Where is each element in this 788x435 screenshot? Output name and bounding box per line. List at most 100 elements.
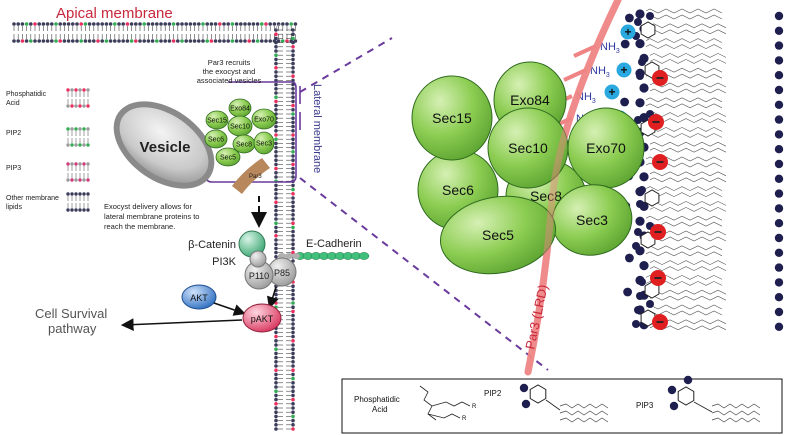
- lipid-head: [274, 99, 278, 104]
- lipid-head: [274, 339, 278, 343]
- lipid-head: [291, 385, 295, 389]
- lipid-head: [100, 22, 104, 26]
- lipid-head: [171, 22, 176, 26]
- lipid-head: [176, 39, 180, 43]
- lipid-head: [291, 427, 295, 431]
- cell-survival-label-2: pathway: [48, 321, 97, 336]
- lipid-head: [291, 61, 295, 66]
- phosphate-head: [774, 307, 784, 317]
- par3-small-band: [232, 158, 270, 194]
- lipid-head: [12, 39, 16, 43]
- phosphate-head: [635, 9, 645, 19]
- legend-lipid-head: [86, 162, 90, 166]
- legend-lipid-head: [66, 143, 70, 147]
- lipid-head: [274, 402, 278, 406]
- inositol-ring: [677, 386, 695, 406]
- lipid-head: [291, 87, 295, 91]
- phosphate-head: [774, 219, 784, 228]
- lipid-head: [247, 22, 251, 26]
- lipid-head: [274, 171, 278, 175]
- lipid-head: [274, 238, 278, 242]
- beta-catenin-label: β-Catenin: [188, 239, 236, 251]
- lipid-head: [274, 95, 278, 99]
- lipid-head: [274, 166, 278, 171]
- phosphate-head: [638, 278, 646, 286]
- phosphate-head: [774, 41, 784, 50]
- lipid-head: [197, 22, 201, 26]
- legend-lipid-head: [78, 104, 82, 108]
- lipid-head: [291, 393, 295, 398]
- e-cadherin-label: E-Cadherin: [306, 238, 362, 250]
- lipid-head: [54, 39, 58, 43]
- lipid-head: [79, 22, 83, 26]
- subunit-label: Sec15: [432, 110, 472, 126]
- lipid-head: [16, 22, 21, 26]
- legend-pip3-label: PIP3: [636, 401, 654, 410]
- phosphate-head: [623, 287, 632, 297]
- lipid-head: [274, 124, 278, 129]
- acyl-tail: [559, 403, 609, 409]
- lipid-head: [260, 22, 264, 26]
- lipid-head: [24, 22, 29, 26]
- legend-lipid-head: [74, 143, 78, 147]
- akt-to-pakt-arrow: [213, 302, 246, 316]
- mini-subunit-exo70: [251, 108, 277, 130]
- lipid-head: [291, 229, 295, 234]
- mini-subunit-sec5: [215, 147, 241, 167]
- lipid-head: [184, 22, 188, 26]
- lipid-head: [291, 406, 295, 410]
- lipid-head: [291, 397, 295, 402]
- subunit-sec5: [440, 195, 556, 275]
- lipid-head: [274, 150, 278, 154]
- lipid-head: [121, 39, 125, 43]
- lipid-head: [268, 39, 273, 43]
- lipid-head: [291, 133, 295, 137]
- e-cadherin-tm: [292, 253, 300, 259]
- lipid-head: [291, 200, 295, 204]
- lipid-head: [291, 208, 295, 213]
- phosphate-head: [774, 159, 784, 169]
- legend-lipid-head: [78, 88, 82, 92]
- lipid-head: [125, 22, 130, 26]
- lipid-head: [138, 39, 142, 43]
- mini-subunit-label: Sec8: [236, 142, 252, 149]
- lipid-head: [117, 22, 121, 26]
- lipid-head: [188, 22, 193, 26]
- lipid-head: [213, 22, 218, 26]
- lipid-head: [222, 39, 226, 43]
- lipid-head: [274, 406, 278, 410]
- legend-lipid-head: [74, 192, 78, 196]
- lipid-head: [291, 74, 295, 78]
- legend-lipid-head: [82, 192, 86, 196]
- subunit-sec15: [411, 75, 493, 161]
- lipid-head: [274, 410, 278, 415]
- legend-lipid-head: [82, 162, 86, 166]
- phosphate-head: [774, 248, 784, 257]
- lipid-head: [291, 129, 295, 133]
- lipid-head: [291, 150, 295, 154]
- lipid-head: [291, 360, 295, 364]
- lipid-head: [274, 397, 278, 402]
- lipid-head: [274, 200, 278, 204]
- lipid-head: [272, 22, 277, 26]
- lipid-head: [293, 22, 298, 26]
- lipid-head: [291, 120, 295, 125]
- phosphate-head: [646, 300, 654, 308]
- lipid-head: [209, 39, 214, 43]
- phosphate-head: [639, 83, 649, 93]
- positive-charge: [620, 24, 636, 40]
- lipid-head: [16, 39, 21, 43]
- phosphate-head: [683, 375, 693, 385]
- acyl-tail: [711, 417, 761, 423]
- apical-membrane-label: Apical membrane: [56, 5, 173, 22]
- lipid-head: [184, 39, 188, 43]
- lipid-head: [274, 196, 278, 200]
- legend-lipid-head: [70, 88, 74, 92]
- lipid-head: [274, 183, 278, 188]
- lipid-head: [201, 39, 205, 43]
- lipid-head: [291, 53, 295, 57]
- lipid-head: [285, 22, 289, 26]
